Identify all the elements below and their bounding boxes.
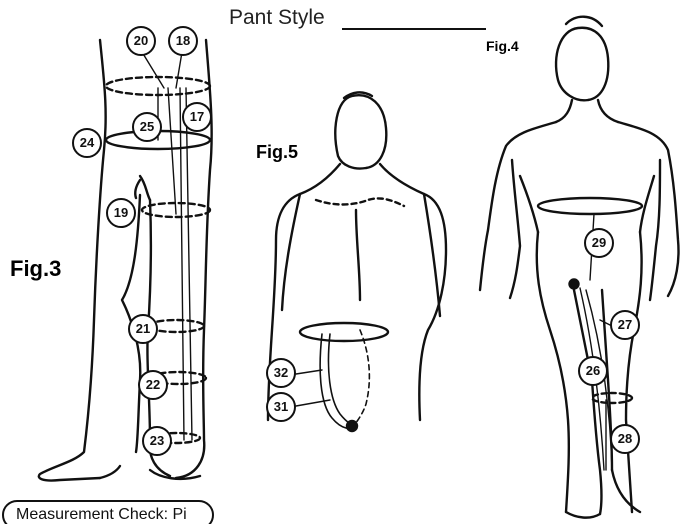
pant-style-entry-line[interactable] <box>342 28 486 30</box>
fig4-caption: Fig.4 <box>486 38 519 54</box>
measure-label-26: 26 <box>578 356 608 386</box>
measure-label-23: 23 <box>142 426 172 456</box>
fig4-body-drawing <box>480 17 679 518</box>
measure-label-24: 24 <box>72 128 102 158</box>
fig5-caption: Fig.5 <box>256 142 298 163</box>
measurement-check-tab[interactable]: Measurement Check: Pi <box>2 500 214 524</box>
measure-label-28: 28 <box>610 424 640 454</box>
measure-label-29: 29 <box>584 228 614 258</box>
measure-label-20: 20 <box>126 26 156 56</box>
pant-style-title: Pant Style <box>229 6 325 30</box>
measure-label-17: 17 <box>182 102 212 132</box>
measure-label-22: 22 <box>138 370 168 400</box>
measure-label-32: 32 <box>266 358 296 388</box>
measure-label-31: 31 <box>266 392 296 422</box>
measure-label-21: 21 <box>128 314 158 344</box>
measure-label-25: 25 <box>132 112 162 142</box>
fig3-caption: Fig.3 <box>10 256 61 282</box>
measure-label-27: 27 <box>610 310 640 340</box>
measure-label-18: 18 <box>168 26 198 56</box>
measure-label-19: 19 <box>106 198 136 228</box>
